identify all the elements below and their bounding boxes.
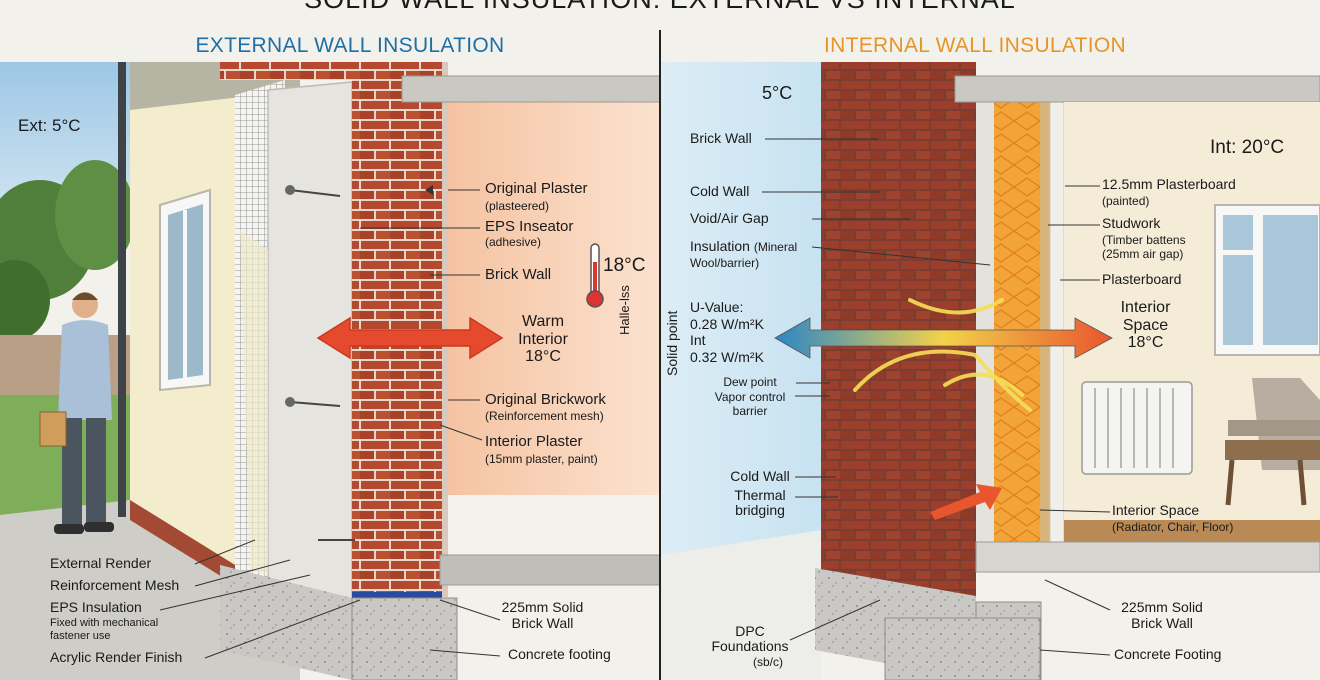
label-insulation: Insulation (Mineral: [690, 238, 798, 255]
label-plasterboard-125: 12.5mm Plasterboard: [1102, 176, 1236, 192]
label-acrylic-render: Acrylic Render Finish: [50, 649, 183, 665]
interior-space-3: 18°C: [1127, 334, 1164, 352]
label-eps-insulation-sub1: Fixed with mechanical: [50, 617, 159, 629]
label-interior-space-b: Interior Space: [1112, 502, 1200, 518]
label-reinforcement-mesh: Reinforcement Mesh: [50, 577, 180, 593]
insulation-mineral: (Mineral: [753, 240, 798, 254]
label-interior-plaster-sub: (15mm plaster, paint): [485, 452, 598, 466]
label-solid-brick-ext: 225mm Solid Brick Wall: [500, 599, 585, 631]
u-value-1: U-Value:: [690, 299, 744, 315]
label-solid-brick-int: 225mm Solid Brick Wall: [1112, 599, 1212, 631]
label-thermal-bridging: Thermal bridging: [720, 487, 800, 519]
thermometer-temp: 18°C: [603, 255, 646, 276]
label-external-render: External Render: [50, 555, 152, 571]
label-interior-plaster: Interior Plaster: [485, 433, 583, 450]
label-foundations-sub: (sb/c): [753, 655, 783, 669]
label-brick-wall-int: Brick Wall: [690, 130, 752, 146]
label-concrete-footing-ext: Concrete footing: [508, 646, 611, 662]
interior-space-1: Interior: [1120, 299, 1171, 316]
label-cold-wall: Cold Wall: [690, 183, 750, 199]
label-insulation-sub: Wool/barrier): [690, 256, 760, 270]
thermal-2: bridging: [735, 502, 785, 519]
warm-line-3: 18°C: [525, 348, 561, 366]
label-vapor-1: Vapor control: [714, 390, 786, 404]
internal-heading: INTERNAL WALL INSULATION: [823, 34, 1127, 57]
heat-arrow-internal: [774, 317, 1113, 359]
ext-temp-left: Ext: 5°C: [18, 116, 81, 135]
u-value-4: 0.32 W/m²K: [690, 348, 764, 365]
label-eps-inseator: EPS Inseator: [485, 218, 574, 235]
main-title: SOLID WALL INSULATION: EXTERNAL VS INTER…: [0, 0, 1320, 14]
label-original-brickwork-sub: (Reinforcement mesh): [485, 409, 604, 423]
thermal-1: Thermal: [734, 487, 786, 503]
label-eps-inseator-sub: (adhesive): [485, 235, 542, 249]
vertical-text-left: Halle-lss: [617, 285, 632, 335]
label-dew-point: Dew point: [723, 375, 777, 389]
interior-space-2: Space: [1122, 316, 1169, 334]
u-value-2: 0.28 W/m²K: [690, 315, 764, 332]
heat-arrow-external: [316, 316, 504, 360]
label-void-air-gap: Void/Air Gap: [690, 210, 769, 226]
warm-interior-label: Warm Interior 18°C: [493, 313, 593, 366]
label-interior-space-b-sub: (Radiator, Chair, Floor): [1112, 520, 1234, 534]
foundations: Foundations: [711, 638, 789, 655]
label-vapor-2: barrier: [732, 404, 768, 418]
label-brick-wall-ext: Brick Wall: [485, 266, 552, 283]
solid-brick-int-2: Brick Wall: [1131, 614, 1193, 631]
u-value-block: U-Value: 0.28 W/m²K Int 0.32 W/m²K: [690, 299, 764, 365]
vertical-text-right: Solid point: [664, 310, 680, 376]
ext-temp-right: 5°C: [762, 83, 793, 103]
chair-figure: [1225, 378, 1320, 506]
external-heading: EXTERNAL WALL INSULATION: [195, 34, 505, 57]
label-original-plaster: Original Plaster: [485, 180, 588, 197]
warm-line-2: Interior: [518, 330, 568, 348]
solid-brick-ext-1: 225mm Solid: [501, 599, 584, 615]
solid-brick-int-1: 225mm Solid: [1121, 599, 1203, 615]
interior-space-label: Interior Space 18°C: [1098, 299, 1193, 352]
label-plasterboard-125-sub: (painted): [1102, 194, 1150, 208]
u-value-3: Int: [690, 332, 706, 349]
int-temp: Int: 20°C: [1210, 137, 1285, 158]
warm-line-1: Warm: [521, 313, 565, 330]
label-dpc-foundations: DPC Foundations: [700, 623, 800, 655]
label-original-plaster-sub: (plasteered): [485, 199, 550, 213]
label-original-brickwork: Original Brickwork: [485, 391, 606, 408]
label-studwork-sub1: (Timber battens: [1102, 233, 1186, 247]
label-studwork-sub2: (25mm air gap): [1102, 247, 1184, 261]
label-concrete-footing-int: Concrete Footing: [1114, 646, 1222, 662]
label-eps-insulation: EPS Insulation: [50, 599, 142, 615]
label-studwork: Studwork: [1102, 215, 1161, 231]
person-figure: [39, 292, 114, 534]
dpc: DPC: [735, 623, 765, 639]
solid-brick-ext-2: Brick Wall: [511, 614, 574, 631]
insulation-main: Insulation: [690, 238, 750, 254]
label-eps-insulation-sub2: fastener use: [50, 630, 111, 642]
label-cold-wall-2: Cold Wall: [730, 468, 790, 484]
label-plasterboard: Plasterboard: [1102, 271, 1182, 287]
